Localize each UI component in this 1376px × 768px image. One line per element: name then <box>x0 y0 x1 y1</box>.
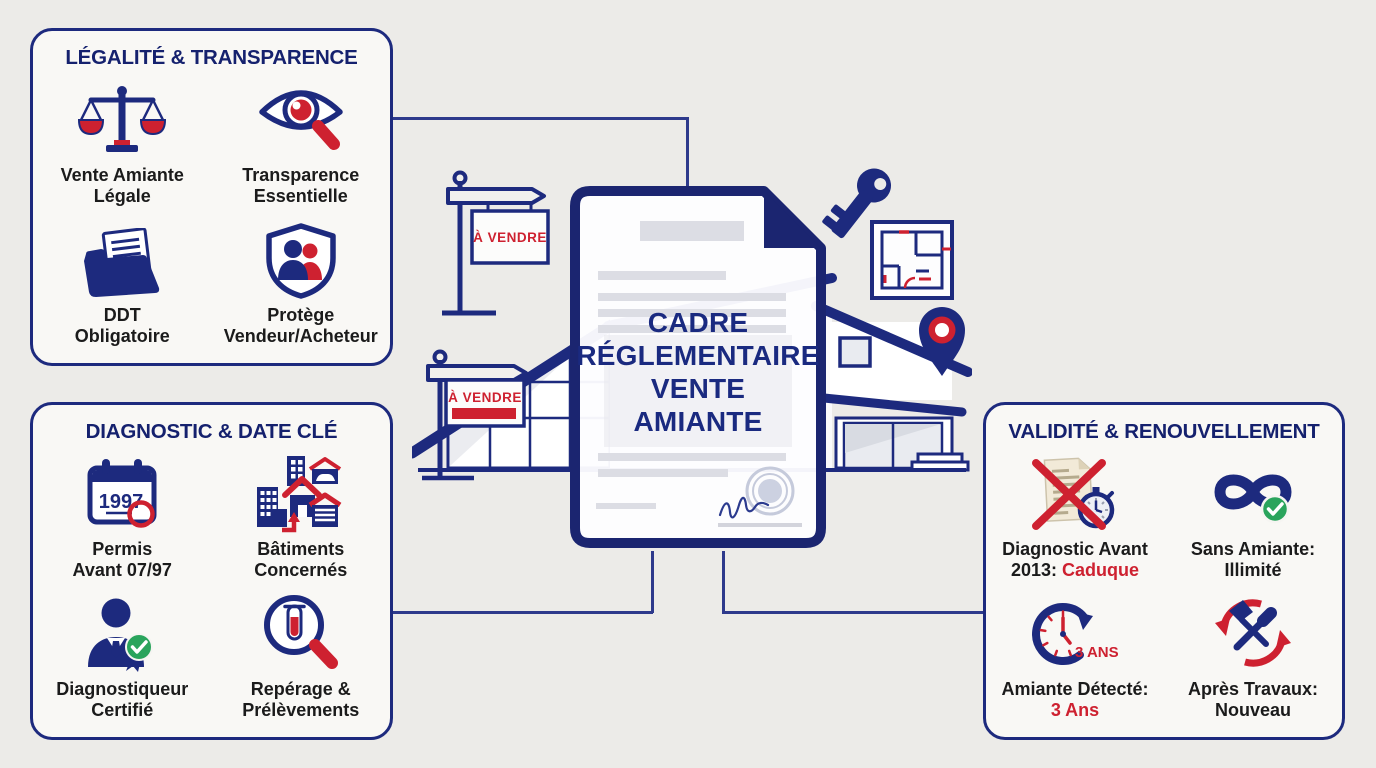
panel-title: LÉGALITÉ & TRANSPARENCE <box>65 46 358 69</box>
item-protege-vendeur-acheteur: Protège Vendeur/Acheteur <box>212 216 391 350</box>
certified-diagnostician-icon <box>88 598 154 672</box>
for-sale-sign-top: À VENDRE <box>442 170 550 316</box>
connector-top-left-horizontal <box>391 117 688 120</box>
eye-magnifier-icon <box>259 90 343 150</box>
buildings-icon <box>256 456 342 533</box>
scales-of-justice-icon <box>78 86 167 152</box>
expired-document-icon <box>1032 457 1115 530</box>
infinity-check-icon <box>1214 474 1292 524</box>
location-pin-icon <box>919 307 965 376</box>
panel-title: VALIDITÉ & RENOUVELLEMENT <box>1008 420 1320 443</box>
item-label: Diagnostiqueur Certifié <box>56 679 189 720</box>
item-label: Diagnostic Avant 2013: Caduque <box>1002 539 1148 580</box>
item-amiante-detecte-3-ans: 3 ANS Amiante Détecté: 3 Ans <box>986 590 1164 724</box>
item-label: DDT Obligatoire <box>74 305 170 346</box>
item-permis-avant-0797: 1997 Permis Avant 07/97 <box>33 450 212 584</box>
document-illustration <box>570 186 826 548</box>
for-sale-sign-bottom: À VENDRE <box>422 349 528 481</box>
panel-legalite-transparence: LÉGALITÉ & TRANSPARENCE V <box>30 28 393 366</box>
item-diagnostic-avant-2013-caduque: Diagnostic Avant 2013: Caduque <box>986 450 1164 584</box>
item-label: Repérage & Prélèvements <box>242 679 360 720</box>
item-transparence-essentielle: Transparence Essentielle <box>212 76 391 210</box>
item-reperage-prelevements: Repérage & Prélèvements <box>212 590 391 724</box>
signature <box>718 496 770 519</box>
connector-top-left-vertical <box>686 117 689 193</box>
item-ddt-obligatoire: DDT Obligatoire <box>33 216 212 350</box>
renewal-tools-icon <box>1215 599 1291 667</box>
item-label: Sans Amiante: Illimité <box>1190 539 1316 580</box>
floor-plan-icon <box>870 220 954 300</box>
sign-top-text: À VENDRE <box>473 230 547 245</box>
clock-3-years-icon: 3 ANS <box>1032 603 1119 665</box>
item-label: Après Travaux: Nouveau <box>1187 679 1319 720</box>
document-title: CADRE RÉGLEMENTAIRE VENTE AMIANTE <box>576 307 820 437</box>
item-sans-amiante-illimite: Sans Amiante: Illimité <box>1164 450 1342 584</box>
item-label: Vente Amiante Légale <box>60 165 184 206</box>
connector-right-vertical <box>722 551 725 613</box>
item-vente-amiante-legale: Vente Amiante Légale <box>33 76 212 210</box>
connector-bottom-left-horizontal <box>391 611 653 614</box>
panel-title: DIAGNOSTIC & DATE CLÉ <box>85 420 338 443</box>
connector-bottom-left-vertical <box>651 551 654 613</box>
key-icon <box>822 168 892 239</box>
item-apres-travaux-nouveau: Après Travaux: Nouveau <box>1164 590 1342 724</box>
item-label: Transparence Essentielle <box>242 165 360 206</box>
item-label: Amiante Détecté: 3 Ans <box>1001 679 1149 720</box>
item-label: Permis Avant 07/97 <box>72 539 172 580</box>
magnifier-sample-icon <box>263 595 338 669</box>
item-batiments-concernes: Bâtiments Concernés <box>212 450 391 584</box>
clock-duration-text: 3 ANS <box>1075 644 1119 661</box>
folder-document-icon <box>84 228 160 297</box>
shield-people-icon <box>266 223 336 299</box>
item-diagnostiqueur-certifie: Diagnostiqueur Certifié <box>33 590 212 724</box>
item-label: Bâtiments Concernés <box>254 539 348 580</box>
sign-bottom-text: À VENDRE <box>448 390 522 405</box>
calendar-1997-icon: 1997 <box>87 459 157 528</box>
item-label: Protège Vendeur/Acheteur <box>223 305 378 346</box>
panel-validite-renouvellement: VALIDITÉ & RENOUVELLEMENT <box>983 402 1345 740</box>
connector-right-horizontal <box>722 611 985 614</box>
panel-diagnostic-date-cle: DIAGNOSTIC & DATE CLÉ 1997 Permis <box>30 402 393 740</box>
